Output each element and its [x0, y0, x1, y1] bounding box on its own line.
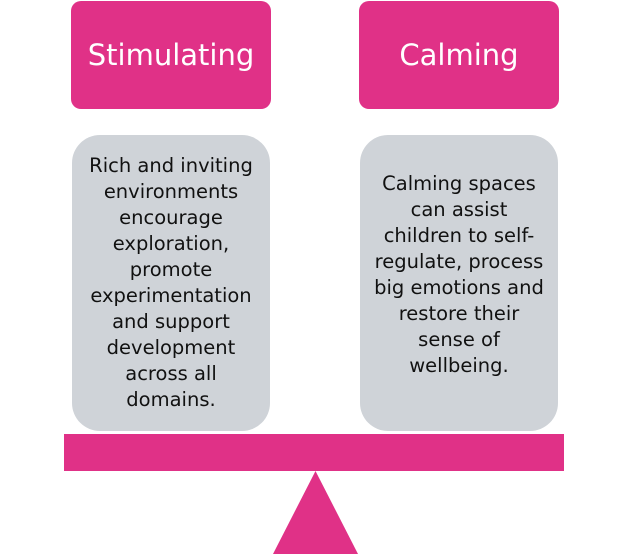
- balance-fulcrum-triangle: [273, 471, 358, 554]
- calming-heading-label: Calming: [399, 38, 519, 72]
- stimulating-description-text: Rich and inviting environments encourage…: [89, 154, 253, 411]
- calming-description-box: Calming spaces can assist children to se…: [360, 135, 558, 431]
- balance-beam: [64, 434, 564, 471]
- calming-description-text: Calming spaces can assist children to se…: [374, 172, 544, 377]
- stimulating-heading-label: Stimulating: [87, 38, 255, 72]
- stimulating-heading-box: Stimulating: [71, 1, 271, 109]
- stimulating-description-box: Rich and inviting environments encourage…: [72, 135, 270, 431]
- calming-heading-box: Calming: [359, 1, 559, 109]
